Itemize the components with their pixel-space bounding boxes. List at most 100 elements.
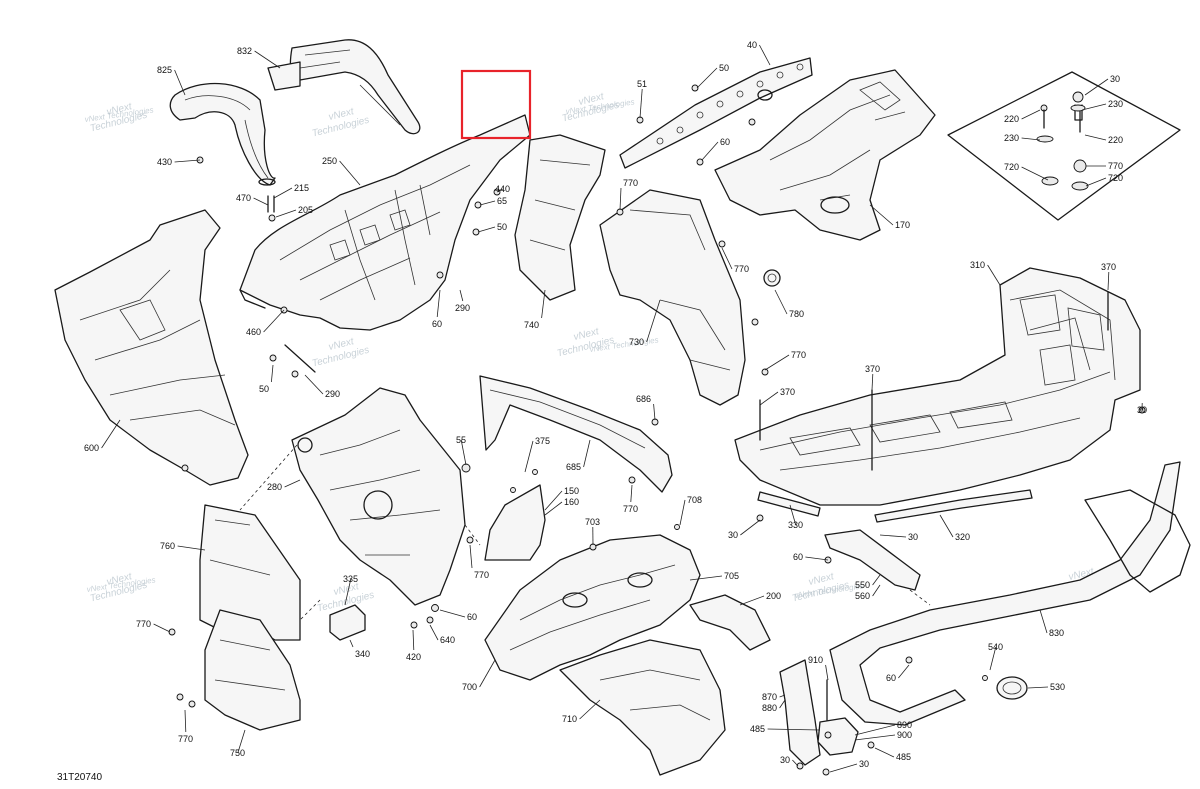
callout-label: 485 [896, 752, 911, 762]
leader-line [1021, 137, 1041, 141]
callout-label: 205 [298, 205, 313, 215]
diagram-id-label: 31T20740 [57, 772, 103, 783]
leader-line [1021, 166, 1049, 181]
callout-150: 150 [544, 486, 579, 511]
callout-label: 770 [1108, 161, 1123, 171]
leader-line [1027, 686, 1049, 689]
leader-line [273, 187, 293, 199]
callout-label: 470 [236, 193, 251, 203]
part-grab-handle-832[interactable] [267, 39, 421, 135]
part-bracket-280[interactable] [291, 387, 466, 606]
leader-line [436, 289, 441, 318]
part-front-frame-250[interactable] [239, 114, 531, 331]
part-bar-550-560[interactable] [824, 529, 921, 591]
callout-30: 30 [829, 759, 869, 773]
callout-label: 370 [780, 387, 795, 397]
callout-label: 710 [562, 714, 577, 724]
callout-290: 290 [304, 374, 340, 399]
part-panel-730[interactable] [599, 189, 746, 406]
callout-label: 220 [1108, 135, 1123, 145]
callout-780: 780 [774, 289, 804, 319]
callout-label: 330 [788, 520, 803, 530]
leader-line [792, 759, 799, 767]
callout-485: 485 [750, 724, 821, 734]
callout-label: 530 [1050, 682, 1065, 692]
callout-440: 440 [495, 184, 510, 194]
callout-label: 430 [157, 157, 172, 167]
callout-703: 703 [585, 517, 600, 546]
leader-line [871, 373, 874, 391]
leader-line [989, 646, 997, 671]
leader-line [689, 575, 723, 581]
callout-600: 600 [84, 419, 121, 453]
part-assembly-170[interactable] [714, 69, 936, 241]
part-side-panel-600[interactable] [54, 209, 249, 486]
leader-line [767, 728, 821, 731]
callout-900: 900 [854, 730, 912, 741]
part-rail-320[interactable] [874, 489, 1033, 523]
callout-label: 760 [160, 541, 175, 551]
callout-label: 770 [623, 178, 638, 188]
leader-line [740, 519, 761, 536]
callout-label: 880 [762, 703, 777, 713]
leader-line [872, 584, 881, 597]
leader-line [101, 419, 121, 449]
callout-30: 30 [879, 532, 918, 542]
callout-720: 720 [1004, 162, 1049, 181]
leader-line [263, 309, 285, 333]
callout-540: 540 [988, 642, 1003, 671]
callout-label: 30 [1137, 405, 1147, 415]
leader-line [524, 440, 534, 473]
leader-line [939, 514, 954, 538]
callout-label: 30 [780, 755, 790, 765]
callout-label: 540 [988, 642, 1003, 652]
callout-750: 750 [230, 729, 246, 758]
callout-230: 230 [1004, 133, 1041, 143]
leader-line [177, 545, 206, 551]
callout-label: 280 [267, 482, 282, 492]
callout-50: 50 [477, 222, 507, 233]
callout-770: 770 [136, 619, 171, 633]
callout-label: 60 [793, 552, 803, 562]
part-tube-frame-830[interactable] [829, 461, 1191, 726]
part-cap-530[interactable] [996, 676, 1028, 700]
part-panel-740[interactable] [514, 134, 606, 301]
callout-label: 832 [237, 46, 252, 56]
leader-line [619, 187, 622, 211]
part-block-890-900[interactable] [817, 717, 859, 756]
assembly-lines [239, 444, 931, 621]
part-handle-825[interactable] [169, 82, 276, 186]
callout-832: 832 [237, 46, 281, 69]
part-rail-330[interactable] [757, 491, 821, 517]
part-skid-710[interactable] [559, 639, 726, 776]
part-bracket-200[interactable] [689, 594, 771, 651]
leader-line [854, 724, 896, 736]
callout-label: 65 [497, 196, 507, 206]
leader-line [630, 484, 633, 503]
callout-label: 720 [1108, 173, 1123, 183]
callout-label: 370 [1101, 262, 1116, 272]
part-guard-150-160[interactable] [484, 484, 546, 561]
callout-685: 685 [566, 439, 591, 472]
part-shield-750[interactable] [204, 609, 301, 731]
callout-label: 170 [895, 220, 910, 230]
callout-label: 50 [719, 63, 729, 73]
part-flap-870-880[interactable] [779, 659, 821, 766]
leader-line [646, 299, 661, 343]
leader-line [429, 624, 439, 641]
callout-label: 420 [406, 652, 421, 662]
callout-label: 50 [259, 384, 269, 394]
leader-line [304, 374, 324, 395]
part-grommet-780[interactable] [763, 269, 781, 287]
part-rear-rack-310[interactable] [734, 267, 1141, 506]
part-rail-685[interactable] [479, 375, 673, 493]
part-console-700[interactable] [484, 534, 701, 681]
callout-890: 890 [854, 720, 912, 736]
callout-label: 160 [564, 497, 579, 507]
leader-line [184, 709, 187, 733]
callout-370: 370 [865, 364, 880, 391]
callout-label: 780 [789, 309, 804, 319]
part-clip-340[interactable] [329, 604, 366, 641]
leader-line [284, 479, 301, 488]
part-bracket-40[interactable] [619, 57, 813, 169]
